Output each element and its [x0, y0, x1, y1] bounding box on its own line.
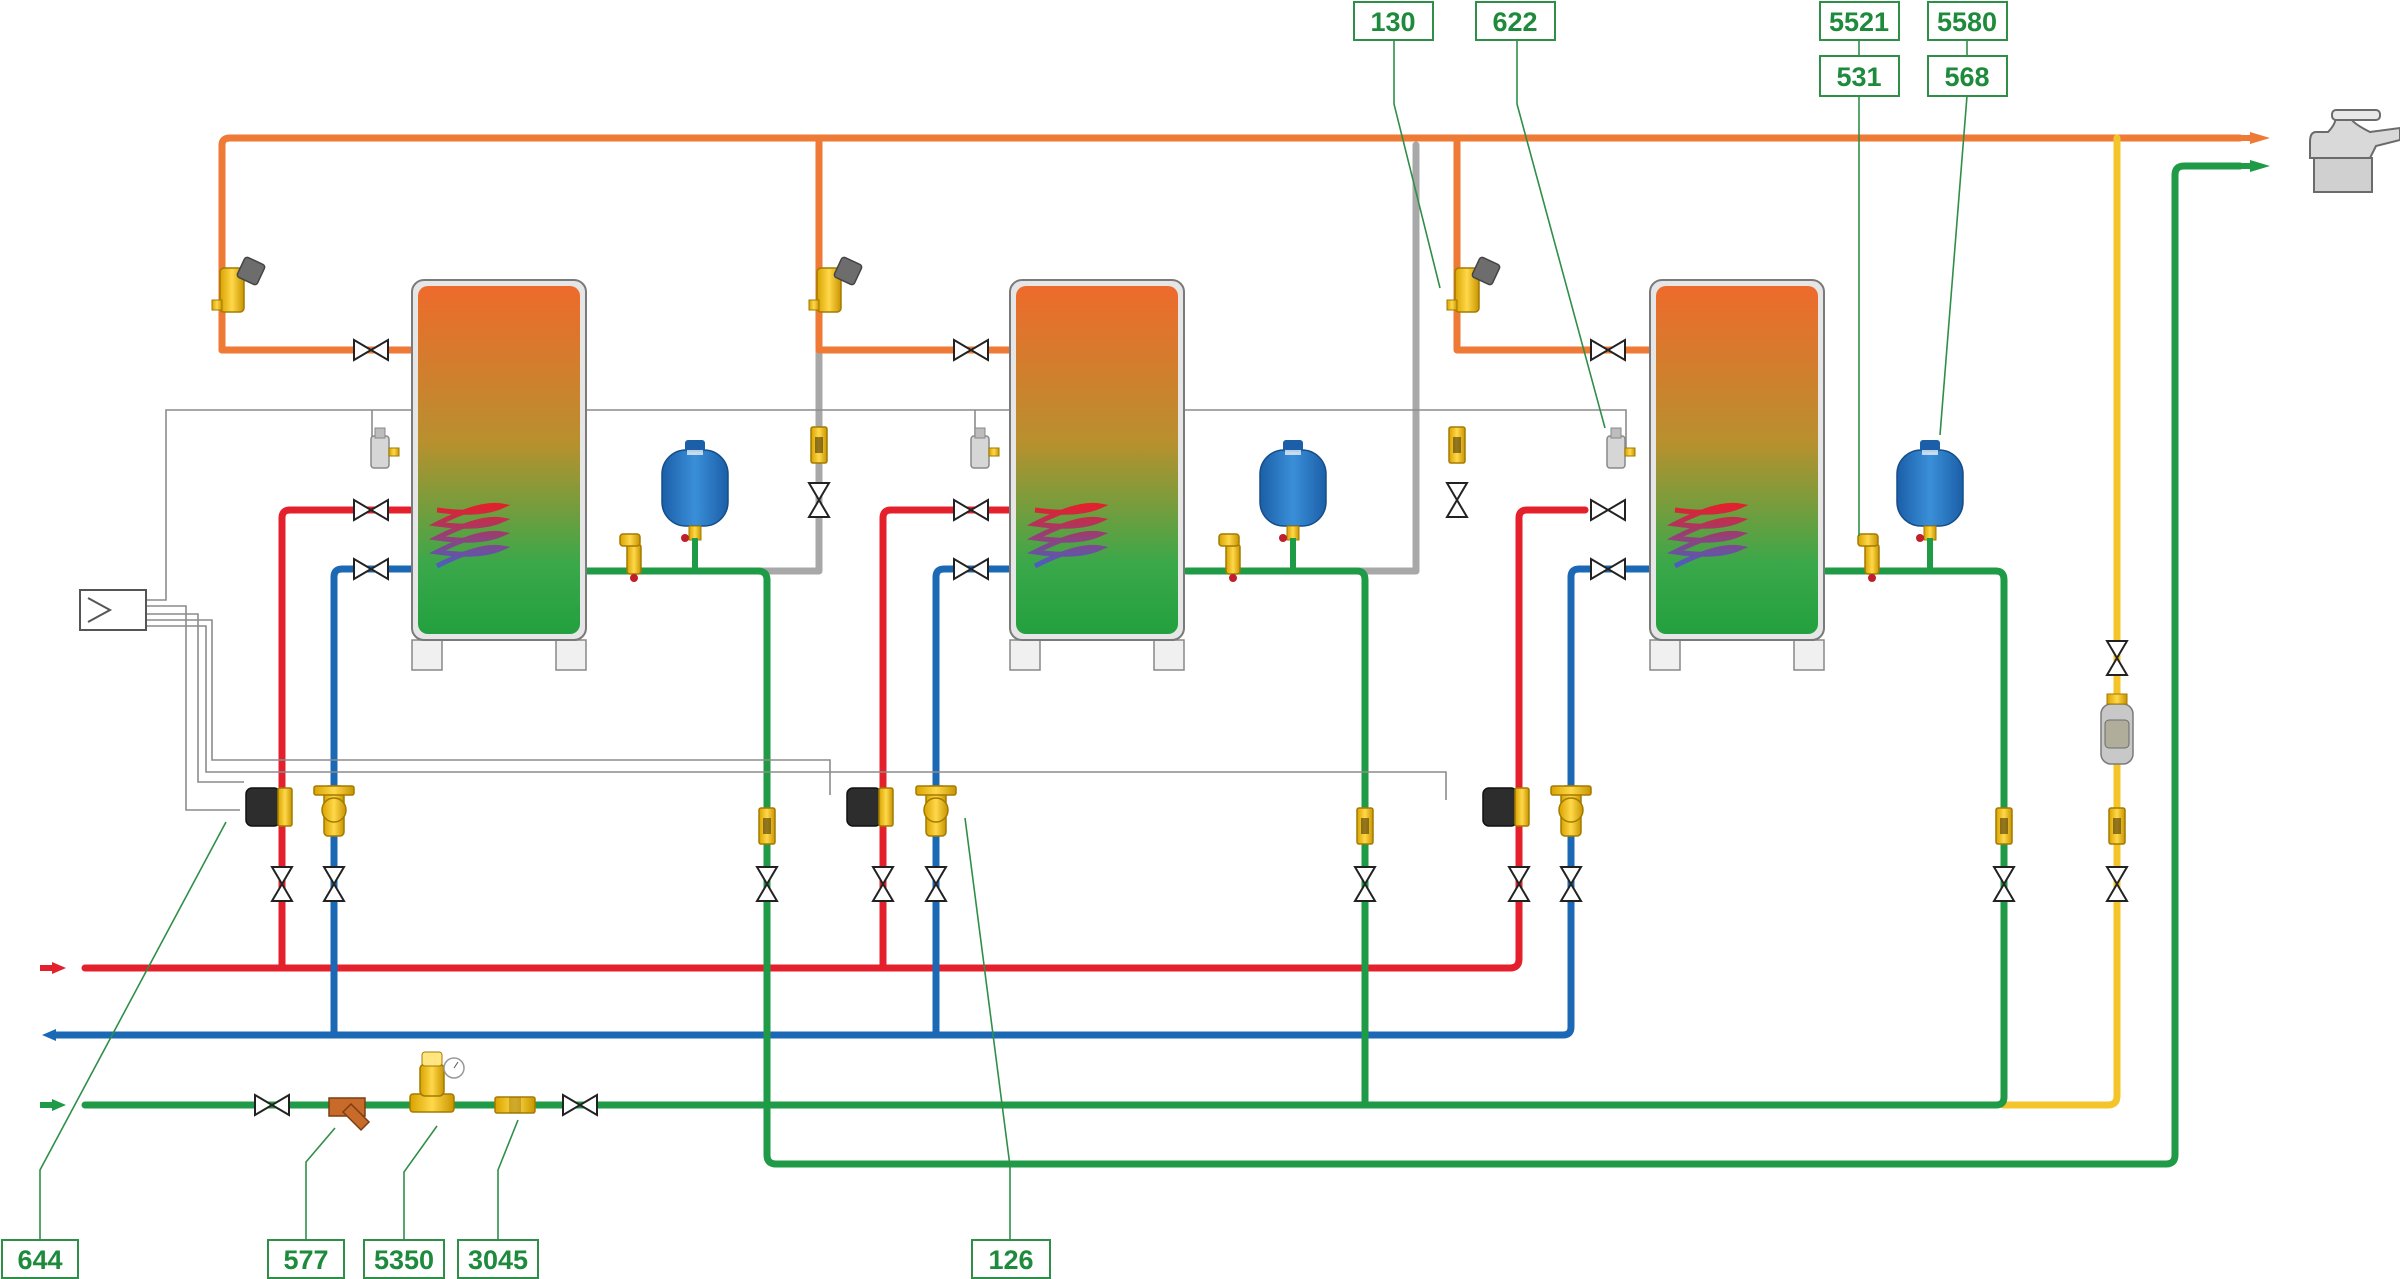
code-label-text: 622 [1492, 7, 1537, 37]
code-label-text: 130 [1370, 7, 1415, 37]
inline-check-valve [494, 1096, 536, 1114]
controller-box-icon [79, 589, 147, 631]
code-label-text: 5580 [1937, 7, 1997, 37]
code-label-5350: 5350 [363, 1239, 445, 1279]
code-label-text: 5350 [374, 1245, 434, 1275]
code-label-text: 568 [1944, 62, 1989, 92]
y-strainer-icon [328, 1097, 371, 1132]
code-label-130: 130 [1353, 1, 1434, 41]
code-label-577: 577 [267, 1239, 345, 1279]
pressure-reducing-valve [409, 1051, 465, 1113]
code-label-568: 568 [1927, 55, 2008, 97]
code-label-126: 126 [971, 1239, 1051, 1279]
cold-inlet-arrow-icon [52, 1099, 66, 1111]
thermostatic-mixing-valves [211, 255, 1502, 313]
code-label-5580: 5580 [1927, 1, 2008, 41]
circulation-pump-icon [2100, 693, 2134, 765]
bypass-pipe [1999, 134, 2121, 1109]
storage-tank-1 [411, 279, 587, 671]
code-label-3045: 3045 [457, 1239, 539, 1279]
hot-outlet-arrow-icon [2250, 132, 2270, 144]
balancing-valves [313, 785, 1592, 837]
code-label-text: 577 [283, 1245, 328, 1275]
flow-arrows [40, 132, 2270, 1111]
storage-tank-3 [1649, 279, 1825, 671]
return-outlet-arrow-icon [42, 1029, 56, 1041]
primary-flow-pipes [81, 506, 1589, 972]
storage-tank-2 [1009, 279, 1185, 671]
faucet-icon [2309, 109, 2400, 193]
code-label-text: 3045 [468, 1245, 528, 1275]
cold-inlet-valve-left [254, 1094, 290, 1116]
expansion-vessel-icon [661, 439, 1964, 571]
cold-outlet-arrow-icon [2250, 160, 2270, 172]
code-label-622: 622 [1475, 1, 1556, 41]
code-label-5521: 5521 [1819, 1, 1900, 41]
code-label-text: 644 [17, 1245, 62, 1275]
code-label-531: 531 [1819, 55, 1900, 97]
code-label-text: 531 [1836, 62, 1881, 92]
hot-water-supply-pipes [218, 134, 2244, 354]
leader-lines [39, 38, 1968, 1240]
flow-inlet-arrow-icon [52, 962, 66, 974]
cold-inlet-valve-right [562, 1094, 598, 1116]
code-label-text: 126 [988, 1245, 1033, 1275]
code-label-644: 644 [1, 1239, 79, 1279]
zone-valve-actuators [245, 787, 1530, 827]
code-label-text: 5521 [1829, 7, 1889, 37]
